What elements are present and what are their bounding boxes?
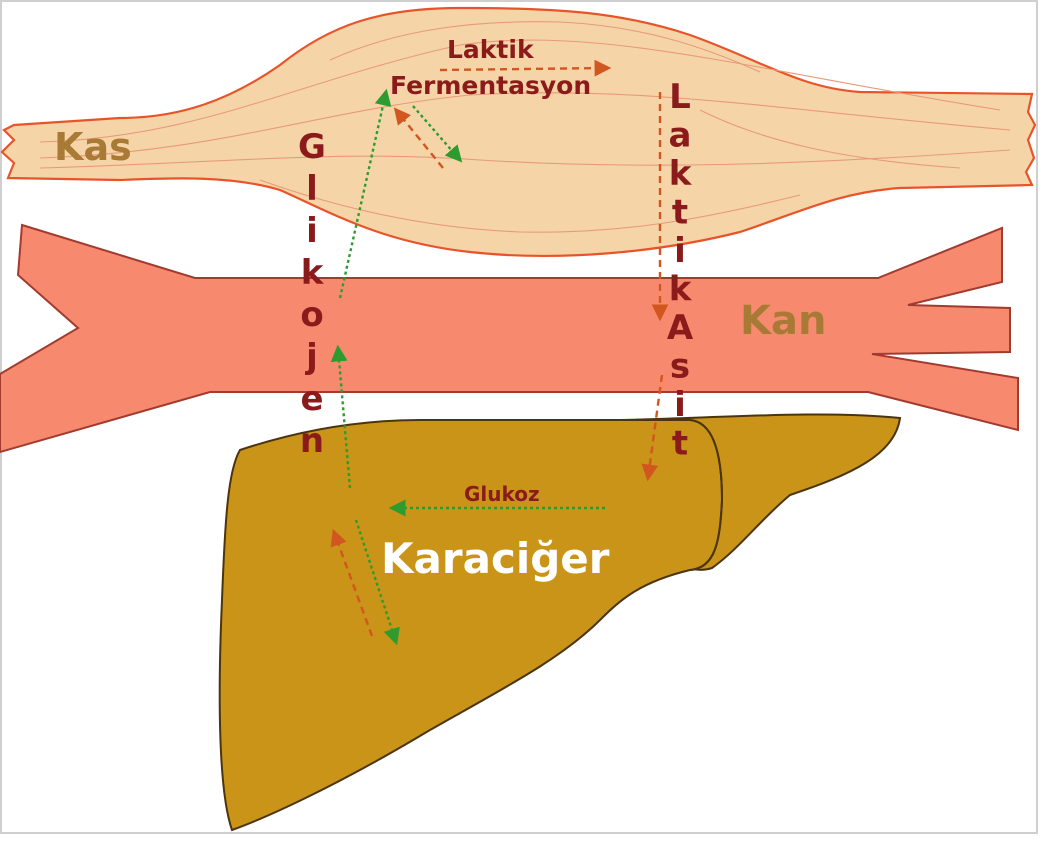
glycogen-label-letter: G bbox=[298, 127, 326, 167]
glycogen-label-letter: k bbox=[301, 253, 325, 293]
blood-label: Kan bbox=[740, 298, 826, 344]
glycogen-label-letter: j bbox=[304, 337, 318, 377]
liver-organ bbox=[218, 413, 902, 832]
liver-glycogen-breakdown-arrow bbox=[330, 528, 374, 637]
lactic-acid-label-letter: A bbox=[667, 308, 694, 348]
glycogen-to-muscle-arrow bbox=[338, 88, 392, 299]
muscle-fiber bbox=[329, 21, 761, 73]
lactic-acid-label-letter: k bbox=[669, 270, 693, 310]
muscle-fiber bbox=[259, 179, 801, 233]
lactic-fermentation-label-line2: Fermentasyon bbox=[390, 71, 591, 100]
glycogen-label-letter: e bbox=[300, 379, 323, 419]
liver-lobe-divider bbox=[689, 419, 724, 571]
muscle-tissue bbox=[0, 6, 1037, 257]
lactic-fermentation-arrow bbox=[439, 59, 612, 77]
glycogen-label-letter: i bbox=[306, 211, 318, 251]
muscle-fiber bbox=[39, 39, 1001, 143]
lactic-acid-label-letter: L bbox=[669, 77, 691, 117]
muscle-label: Kas bbox=[54, 125, 132, 169]
lactic-acid-label-letter: t bbox=[672, 424, 688, 464]
lactic-acid-label-letter: k bbox=[669, 154, 693, 194]
lactic-fermentation-label-line1: Laktik bbox=[447, 35, 535, 64]
glycogen-label-letter: n bbox=[300, 421, 324, 461]
muscle-fiber bbox=[699, 109, 961, 169]
lactic-acid-label-letter: i bbox=[674, 231, 686, 271]
lactic-acid-label-letter: t bbox=[672, 193, 688, 233]
lactic-acid-label-letter: s bbox=[670, 347, 690, 387]
muscle-outline bbox=[0, 6, 1037, 257]
glycogen-label-letter: o bbox=[300, 295, 323, 335]
lactic-acid-label-letter: a bbox=[669, 116, 692, 156]
blood-vessel bbox=[0, 223, 1019, 454]
glycogen-label-letter: l bbox=[306, 169, 318, 209]
muscle-fiber bbox=[39, 92, 1011, 159]
lactic-acid-arrow-lower bbox=[641, 374, 664, 482]
muscle-glycogen-breakdown-arrow bbox=[393, 107, 444, 169]
lactic-acid-label-letter: i bbox=[674, 385, 686, 425]
glucose-label: Glukoz bbox=[464, 482, 540, 506]
muscle-fiber bbox=[39, 149, 1011, 169]
liver-label: Karaciğer bbox=[381, 534, 610, 583]
